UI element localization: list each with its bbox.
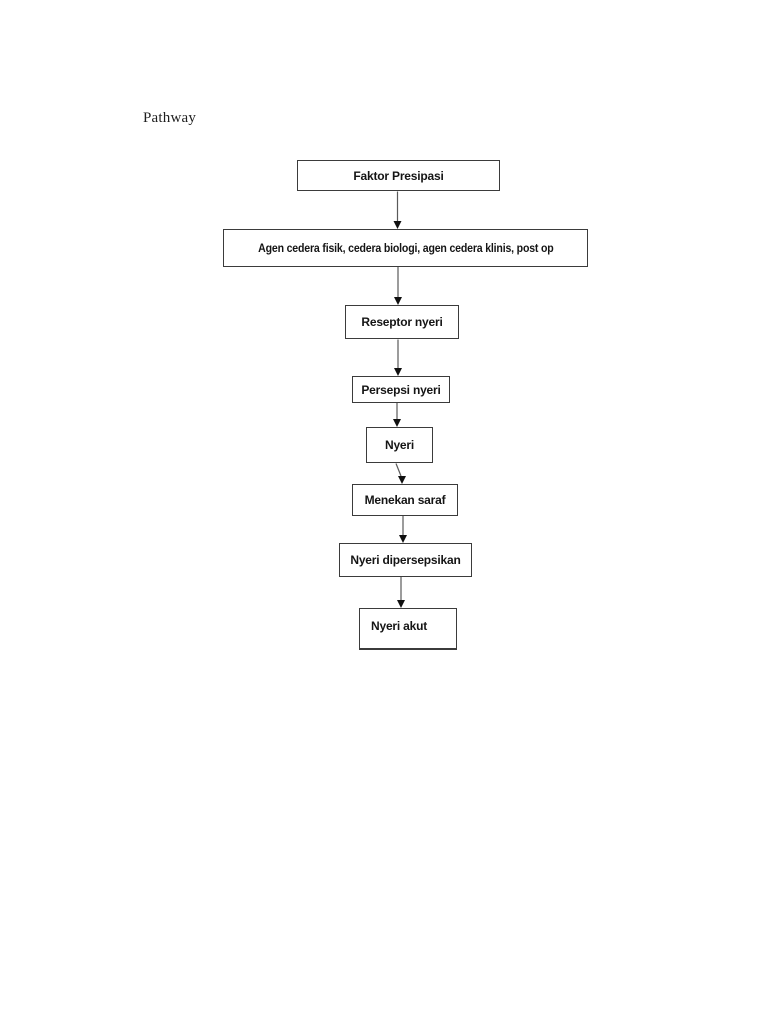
flow-node-label: Persepsi nyeri (361, 382, 441, 397)
page-title: Pathway (143, 110, 197, 126)
flow-node-label: Nyeri akut (371, 619, 428, 633)
arrow-menekan-to-dipersepsikan (399, 516, 407, 543)
flow-node-label: Faktor Presipasi (353, 168, 444, 183)
arrow-dipersepsikan-to-akut (397, 577, 405, 608)
arrow-nyeri-to-menekan (395, 463, 406, 484)
flow-node-nyeri-dipersepsikan: Nyeri dipersepsikan (339, 543, 472, 577)
flow-node-faktor-presipasi: Faktor Presipasi (297, 160, 500, 191)
arrow-faktor-to-agen (393, 191, 402, 229)
flow-node-label: Agen cedera fisik, cedera biologi, agen … (257, 241, 554, 255)
arrow-reseptor-to-persepsi (394, 339, 402, 376)
flow-node-reseptor-nyeri: Reseptor nyeri (345, 305, 459, 339)
flow-node-menekan-saraf: Menekan saraf (352, 484, 458, 516)
flow-node-persepsi-nyeri: Persepsi nyeri (352, 376, 450, 403)
flow-node-label: Reseptor nyeri (361, 315, 443, 329)
flow-node-label: Menekan saraf (364, 493, 446, 507)
arrow-persepsi-to-nyeri (393, 403, 401, 427)
flow-node-nyeri: Nyeri (366, 427, 433, 463)
arrow-agen-to-reseptor (394, 267, 402, 305)
flow-node-nyeri-akut: Nyeri akut (359, 608, 457, 650)
flow-node-agen-cedera: Agen cedera fisik, cedera biologi, agen … (223, 229, 588, 267)
flow-node-label: Nyeri (384, 438, 415, 452)
flow-node-label: Nyeri dipersepsikan (350, 553, 461, 567)
